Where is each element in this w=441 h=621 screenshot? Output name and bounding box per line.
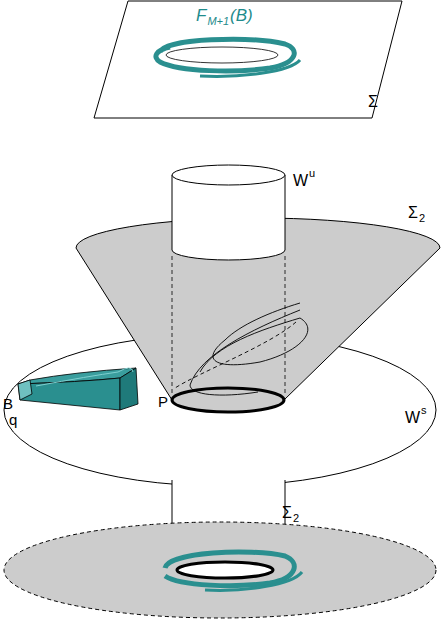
section-subscript: 2 <box>419 213 425 224</box>
manifold-name: W <box>293 173 308 189</box>
section-subscript: 2 <box>293 513 299 524</box>
manifold-superscript: s <box>421 405 427 416</box>
orbit-name: P <box>158 394 168 409</box>
map-subscript: M+1 <box>207 16 229 27</box>
map-name: F <box>196 7 206 24</box>
box-name: B <box>3 396 13 411</box>
hidden-line <box>285 256 286 395</box>
periodic-orbit <box>172 388 284 412</box>
section-disk <box>4 522 436 618</box>
point-name: q <box>9 412 17 427</box>
manifold-name: W <box>405 410 420 426</box>
hidden-line <box>172 256 173 395</box>
image-spiral-top <box>156 39 300 76</box>
manifold-superscript: u <box>309 168 315 179</box>
section-name: Σ <box>408 205 418 221</box>
cylinder-top <box>172 165 285 185</box>
image-spiral-bottom <box>165 552 302 590</box>
section-name: Σ <box>282 505 292 521</box>
section-plane <box>94 1 402 118</box>
section-name: Σ <box>368 94 378 110</box>
unstable-cylinder <box>172 175 285 260</box>
orbit-curves <box>175 303 308 395</box>
map-argument: (B) <box>230 7 253 24</box>
box-b <box>18 368 138 410</box>
